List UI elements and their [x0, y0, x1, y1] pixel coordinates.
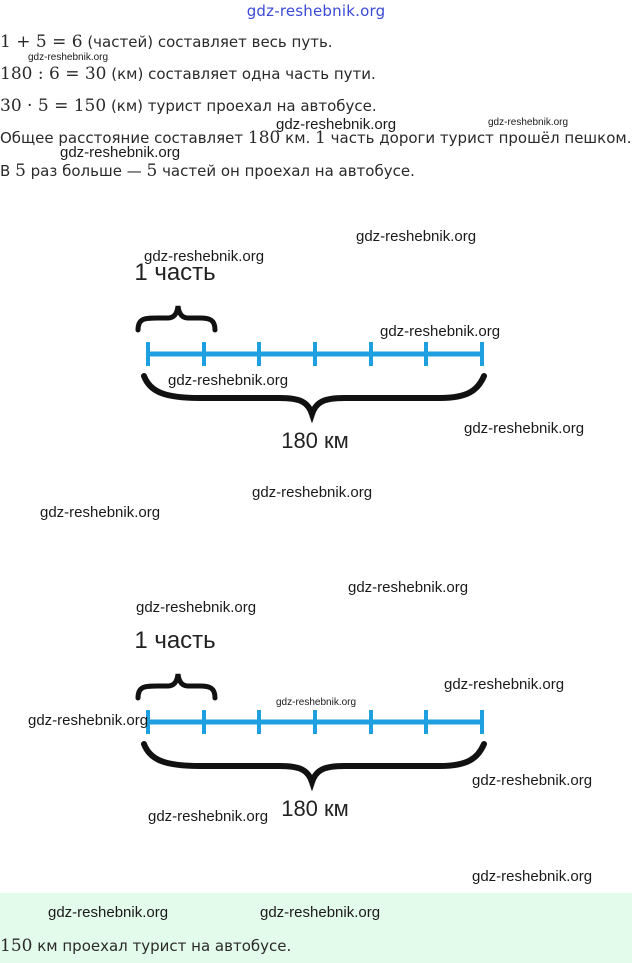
- total-brace: [141, 373, 487, 424]
- part-label: 1 часть: [134, 259, 215, 286]
- watermark: gdz-reshebnik.org: [148, 808, 269, 825]
- watermark: gdz-reshebnik.org: [48, 904, 169, 921]
- watermark: gdz-reshebnik.org: [60, 144, 181, 161]
- line-text: (частей) составляет весь путь.: [82, 33, 333, 51]
- watermark: gdz-reshebnik.org: [168, 372, 289, 389]
- segment-diagram-svg: 1 часть 180 км: [134, 259, 487, 453]
- part-label: 1 часть: [134, 627, 215, 654]
- watermark: gdz-reshebnik.org: [472, 868, 593, 885]
- solution-line-5: В 5 раз больше — 5 частей он проехал на …: [0, 161, 415, 181]
- segment-ticks: [146, 342, 484, 366]
- math-expression: 180 : 6 = 30: [0, 64, 107, 84]
- watermark: gdz-reshebnik.org: [252, 484, 373, 501]
- watermark: gdz-reshebnik.org: [40, 504, 161, 521]
- watermark: gdz-reshebnik.org: [380, 323, 501, 340]
- line-text: Общее расстояние составляет: [0, 129, 248, 147]
- line-text: (км) составляет одна часть пути.: [106, 65, 376, 83]
- answer-text: 150 км проехал турист на автобусе.: [0, 936, 291, 956]
- segment-diagram-1: 1 часть 180 км: [0, 230, 632, 470]
- segment-diagram-svg: 1 часть 180 км: [134, 627, 487, 821]
- watermark: gdz-reshebnik.org: [472, 772, 593, 789]
- line-text: часть дороги турист прошёл пешком.: [325, 129, 632, 147]
- watermark: gdz-reshebnik.org: [276, 116, 397, 133]
- watermark: gdz-reshebnik.org: [276, 697, 357, 708]
- total-brace: [141, 741, 487, 792]
- watermark: gdz-reshebnik.org: [28, 52, 109, 63]
- watermark: gdz-reshebnik.org: [144, 248, 265, 265]
- line-text: частей он проехал на автобусе.: [157, 162, 415, 180]
- total-label: 180 км: [281, 428, 349, 453]
- watermark: gdz-reshebnik.org: [28, 712, 149, 729]
- watermark: gdz-reshebnik.org: [444, 676, 565, 693]
- solution-line-2: 180 : 6 = 30 (км) составляет одна часть …: [0, 64, 376, 84]
- math-number: 5: [146, 161, 158, 181]
- solution-line-1: 1 + 5 = 6 (частей) составляет весь путь.: [0, 32, 333, 52]
- segment-diagram-2: 1 часть 180 км: [0, 598, 632, 838]
- solution-line-3: 30 · 5 = 150 (км) турист проехал на авто…: [0, 96, 377, 116]
- watermark: gdz-reshebnik.org: [136, 599, 257, 616]
- math-expression: 1 + 5 = 6: [0, 32, 83, 52]
- solution-line-4: Общее расстояние составляет 180 км. 1 ча…: [0, 128, 631, 148]
- watermark: gdz-reshebnik.org: [464, 420, 585, 437]
- part-brace: [135, 305, 218, 333]
- math-expression: 30 · 5 = 150: [0, 96, 107, 116]
- math-number: 180: [247, 128, 281, 148]
- total-label: 180 км: [281, 796, 349, 821]
- answer-label: км проехал турист на автобусе.: [32, 937, 292, 955]
- watermark: gdz-reshebnik.org: [348, 579, 469, 596]
- line-text: раз больше —: [25, 162, 147, 180]
- segment-ticks: [146, 710, 484, 734]
- watermark: gdz-reshebnik.org: [260, 904, 381, 921]
- site-header-link[interactable]: gdz-reshebnik.org: [246, 2, 386, 20]
- watermark: gdz-reshebnik.org: [488, 117, 569, 128]
- line-text: (км) турист проехал на автобусе.: [106, 97, 377, 115]
- line-text: В: [0, 162, 16, 180]
- math-number: 150: [0, 936, 33, 956]
- math-number: 5: [15, 161, 26, 181]
- line-text: км.: [280, 129, 316, 147]
- watermark: gdz-reshebnik.org: [356, 228, 477, 245]
- math-number: 1: [315, 128, 326, 148]
- answer-box: 150 км проехал турист на автобусе.: [0, 893, 632, 963]
- part-brace: [135, 673, 218, 701]
